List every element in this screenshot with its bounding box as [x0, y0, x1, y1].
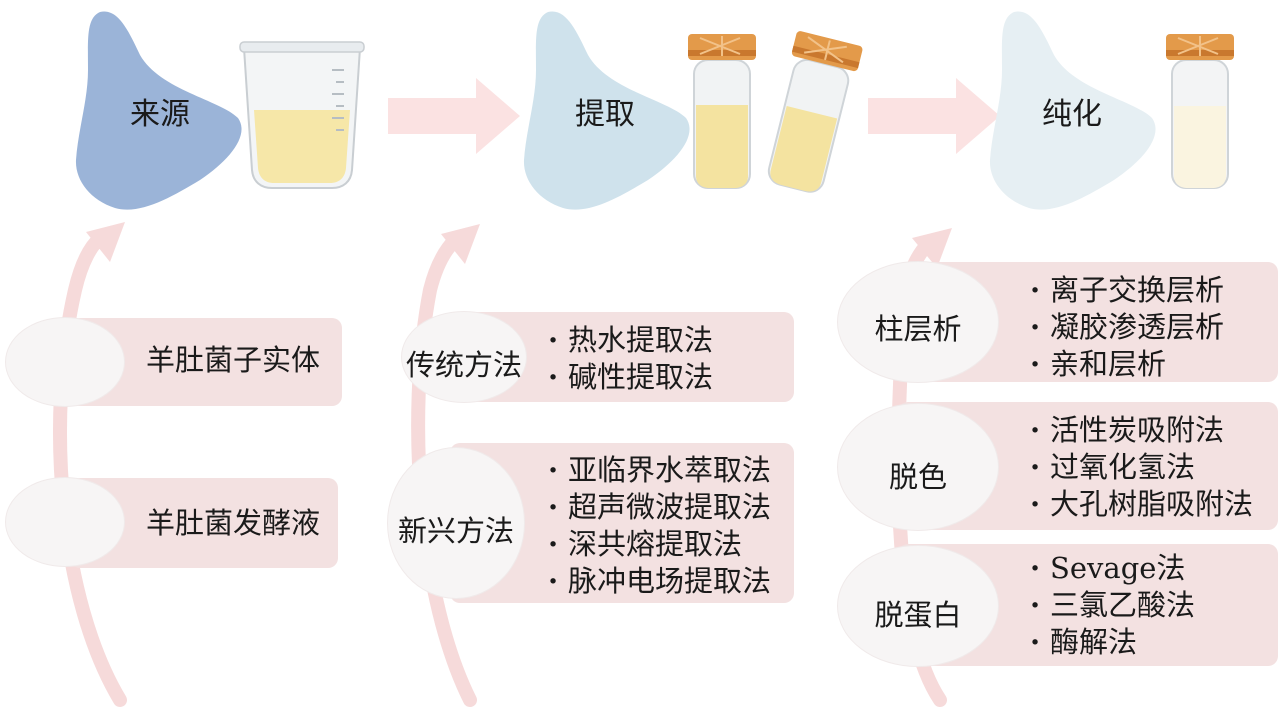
source-label: 羊肚菌发酵液 [146, 506, 321, 540]
beaker-icon [239, 41, 365, 189]
method-item: 碱性提取法 [542, 359, 713, 396]
source-circle [6, 318, 124, 406]
purification-group-title: 脱色 [888, 460, 947, 494]
method-item: 大孔树脂吸附法 [1024, 486, 1253, 523]
purification-circle [838, 546, 998, 666]
method-item: 酶解法 [1024, 624, 1195, 661]
extraction-method-list: 热水提取法 碱性提取法 [542, 322, 713, 396]
stage-blob-source [75, 11, 242, 210]
method-item: 三氯乙酸法 [1024, 587, 1195, 624]
source-circle [6, 478, 124, 566]
extraction-group-title: 传统方法 [405, 348, 522, 382]
method-item: Sevage法 [1024, 550, 1195, 587]
purification-group-title: 脱蛋白 [874, 598, 962, 632]
extraction-circle [388, 448, 524, 598]
source-label: 羊肚菌子实体 [146, 343, 321, 377]
extraction-group-title: 新兴方法 [397, 514, 514, 548]
arrow-extraction-to-purification [868, 78, 1000, 154]
method-item: 过氧化氢法 [1024, 449, 1253, 486]
method-item: 深共熔提取法 [542, 526, 771, 563]
purification-group-title: 柱层析 [874, 312, 962, 346]
purification-circle [838, 262, 998, 382]
method-item: 凝胶渗透层析 [1024, 309, 1224, 346]
curved-arrow-source [53, 222, 127, 707]
purification-method-list: 离子交换层析 凝胶渗透层析 亲和层析 [1024, 272, 1224, 383]
test-tube-tilted-icon [767, 31, 863, 193]
curved-arrow-extraction [411, 224, 480, 707]
arrow-source-to-extraction [388, 78, 520, 154]
purification-method-list: Sevage法 三氯乙酸法 酶解法 [1024, 550, 1195, 661]
purification-circle [838, 404, 998, 530]
method-item: 超声微波提取法 [542, 489, 771, 526]
test-tube-icon [688, 34, 756, 189]
purified-tube-icon [1166, 34, 1234, 189]
method-item: 脉冲电场提取法 [542, 563, 771, 600]
method-item: 热水提取法 [542, 322, 713, 359]
stage-label-source: 来源 [130, 97, 190, 132]
method-item: 亚临界水萃取法 [542, 452, 771, 489]
stage-label-extraction: 提取 [575, 97, 635, 132]
stage-label-purification: 纯化 [1042, 97, 1102, 132]
method-item: 离子交换层析 [1024, 272, 1224, 309]
method-item: 亲和层析 [1024, 346, 1224, 383]
method-item: 活性炭吸附法 [1024, 412, 1253, 449]
extraction-circle [402, 312, 526, 402]
extraction-method-list: 亚临界水萃取法 超声微波提取法 深共熔提取法 脉冲电场提取法 [542, 452, 771, 600]
stage-blob-purification [989, 11, 1156, 210]
stage-blob-extraction [523, 11, 690, 210]
purification-method-list: 活性炭吸附法 过氧化氢法 大孔树脂吸附法 [1024, 412, 1253, 523]
